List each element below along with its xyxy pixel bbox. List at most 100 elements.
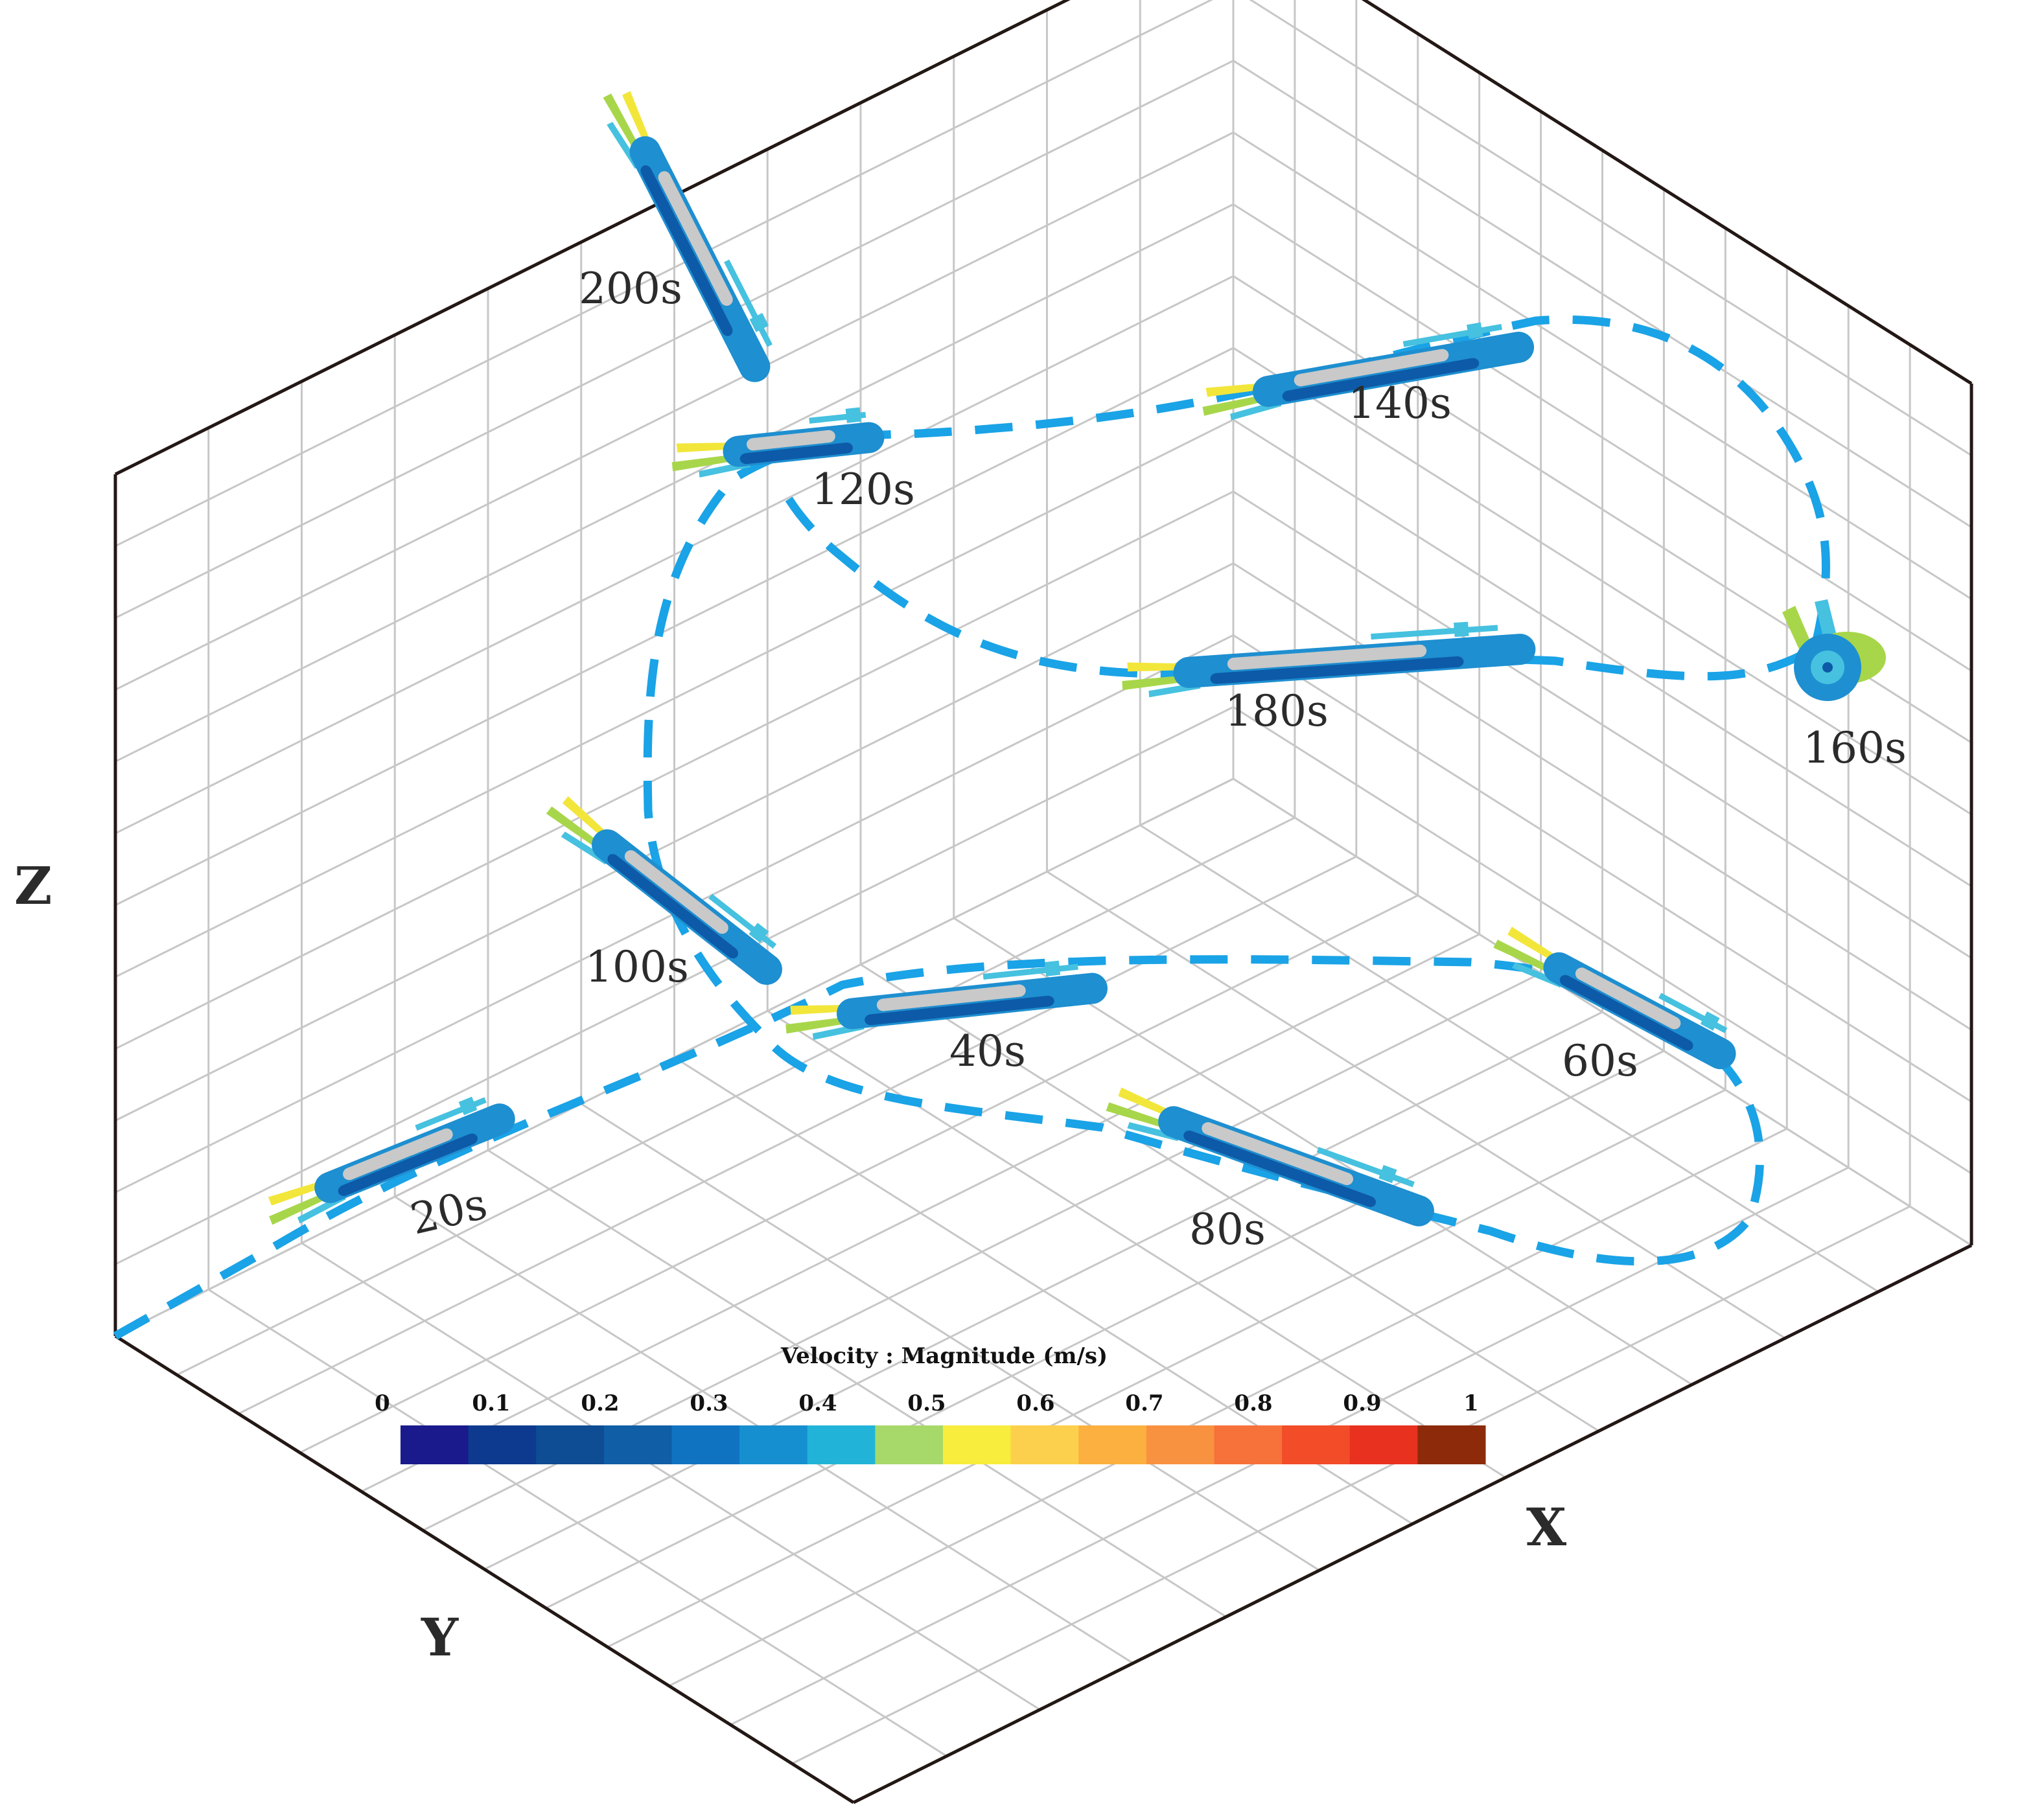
vehicle-120s: [671, 407, 885, 478]
colorbar-swatch: [943, 1425, 1012, 1464]
time-label-100s: 100s: [585, 942, 689, 992]
colorbar-title: Velocity : Magnitude (m/s): [780, 1343, 1108, 1369]
right-wall-grid-line: [1249, 0, 1972, 457]
vehicle-hull-highlight: [1227, 644, 1427, 671]
vehicle-hull-highlight: [876, 984, 1026, 1011]
time-label-60s: 60s: [1562, 1036, 1638, 1086]
vehicle-200s: [603, 91, 773, 382]
vehicle-hull-highlight: [624, 850, 728, 934]
vehicle-hull-highlight: [658, 171, 733, 306]
vehicle-100s: [546, 796, 782, 985]
3d-axis-frame: [113, 0, 1973, 1804]
vehicle-hull-shadow: [1559, 974, 1693, 1051]
vehicle-fin: [269, 1191, 331, 1225]
time-label-120s: 120s: [811, 465, 915, 514]
colorbar-swatch: [807, 1425, 876, 1464]
vehicle-hull-shadow: [338, 1133, 478, 1196]
vehicle-hull-shadow: [1183, 1130, 1377, 1208]
time-label-200s: 200s: [579, 264, 682, 314]
floor-grid-line: [791, 1205, 1911, 1765]
vehicle-60s: [1493, 927, 1736, 1070]
vehicle-fin: [1127, 1122, 1180, 1142]
vehicle-fin: [1118, 1087, 1175, 1119]
time-label-140s: 140s: [1348, 378, 1452, 428]
floor-grid-line: [545, 1050, 1665, 1609]
vehicle-fin: [1493, 939, 1556, 975]
vehicle-fin: [1512, 962, 1564, 988]
vehicle-hull-highlight: [747, 430, 835, 451]
vehicle-mast: [1454, 621, 1469, 638]
floor-grid-line: [607, 1089, 1726, 1648]
vehicle-snapshots: [268, 91, 1886, 1227]
vehicle-hull-shadow: [739, 443, 853, 465]
vehicle-hull-highlight: [343, 1128, 453, 1181]
vehicle-fin: [790, 1004, 850, 1015]
vehicle-80s: [1106, 1087, 1434, 1227]
time-label-20s: 20s: [406, 1179, 491, 1245]
colorbar-swatch: [1417, 1425, 1486, 1464]
vehicle-hull-shadow: [640, 165, 733, 336]
colorbar-swatch: [1349, 1425, 1418, 1464]
axis-label-y: Y: [421, 1607, 459, 1668]
vehicle-160s: [1782, 599, 1886, 701]
vehicle-mast: [458, 1096, 478, 1116]
left-wall-grid-line: [115, 0, 1213, 547]
vehicle-40s: [785, 960, 1108, 1040]
vehicle-140s: [1202, 322, 1535, 420]
vehicle-nose: [1822, 662, 1833, 673]
vehicle-fin: [1205, 382, 1266, 397]
vehicle-fin: [1507, 927, 1561, 965]
floor-grid-line: [1139, 824, 1879, 1293]
vehicle-fin: [1122, 675, 1187, 691]
vehicle-fin: [676, 443, 736, 453]
vehicle-fin: [268, 1180, 327, 1206]
time-label-160s: 160s: [1803, 723, 1907, 773]
vehicle-fin: [785, 1016, 851, 1034]
colorbar-swatches: [401, 1425, 1486, 1464]
vehicle-hull-shadow: [865, 995, 1054, 1026]
axis-edge-top-right: [1361, 0, 1973, 386]
colorbar-tick-label: 0.5: [907, 1390, 946, 1416]
colorbar-swatch: [1078, 1425, 1147, 1464]
vehicle-fin: [671, 454, 738, 472]
vehicle-fin: [1106, 1102, 1170, 1130]
colorbar-tick-label: 0.7: [1125, 1390, 1163, 1416]
vehicle-fin: [546, 806, 604, 851]
vehicle-fin: [562, 796, 611, 842]
colorbar-swatch: [875, 1425, 944, 1464]
colorbar-swatch: [603, 1425, 672, 1464]
vehicle-hull-highlight: [1202, 1122, 1354, 1186]
vehicle-mast: [1700, 1011, 1720, 1031]
vehicle-mast: [1466, 322, 1483, 340]
vehicle-mast: [1044, 960, 1061, 976]
vehicle-fin: [1127, 662, 1187, 672]
colorbar-swatch: [1282, 1425, 1351, 1464]
vehicle-hull-shadow: [1282, 358, 1480, 402]
left-wall-grid-line: [115, 60, 1234, 619]
time-label-80s: 80s: [1189, 1204, 1266, 1254]
3d-axis-grid: [114, 0, 1973, 1804]
vehicle-hull-highlight: [1575, 967, 1681, 1030]
vehicle-20s: [268, 1096, 515, 1225]
colorbar-tick-label: 0: [375, 1390, 390, 1416]
vehicle-180s: [1122, 621, 1536, 698]
time-label-40s: 40s: [949, 1026, 1026, 1076]
colorbar-tick-label: 0.4: [798, 1390, 837, 1416]
time-labels: 20s 40s 60s 80s 100s 120s 140s 160s 180s…: [406, 264, 1907, 1254]
vehicle-fin: [603, 93, 642, 154]
vehicle-hull-shadow: [607, 854, 739, 959]
vehicle-hull-highlight: [1294, 349, 1449, 387]
vehicle-fin: [622, 91, 653, 148]
right-wall-grid-line: [1233, 60, 1972, 528]
colorbar-swatch: [1146, 1425, 1214, 1464]
colorbar-tick-label: 0.9: [1343, 1390, 1381, 1416]
vehicle-mast: [749, 923, 769, 943]
axis-label-x: X: [1526, 1497, 1566, 1558]
colorbar-tick-label: 0.6: [1016, 1390, 1054, 1416]
vehicle-hull-shadow: [1210, 656, 1464, 684]
colorbar-tick-label: 1: [1463, 1390, 1479, 1416]
colorbar-swatch: [1010, 1425, 1079, 1464]
